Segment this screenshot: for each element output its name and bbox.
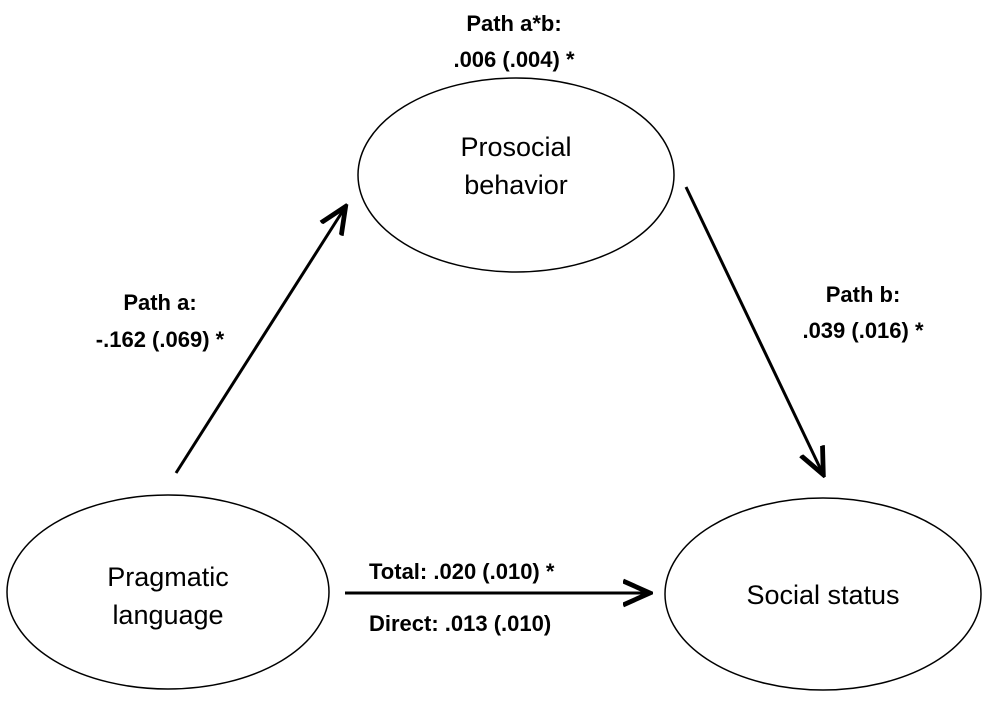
outcome-node: Social status [664, 497, 982, 691]
predictor-ellipse [6, 494, 330, 690]
mediator-node: Prosocial behavior [357, 77, 675, 273]
predictor-label-line2: language [112, 600, 223, 630]
path-ab-label: Path a*b: [466, 11, 561, 36]
path-b-arrow [684, 186, 822, 472]
total-effect-label: Total: .020 (.010) * [369, 559, 555, 584]
path-a-value: -.162 (.069) * [96, 327, 225, 352]
path-a-label: Path a: [123, 290, 196, 315]
direct-effect-label: Direct: .013 (.010) [369, 611, 551, 636]
outcome-ellipse [664, 497, 982, 691]
path-ab-value: .006 (.004) * [453, 47, 575, 72]
path-b-label: Path b: [826, 282, 901, 307]
outcome-label: Social status [746, 580, 899, 610]
path-b-value: .039 (.016) * [802, 318, 924, 343]
predictor-node: Pragmatic language [6, 494, 330, 690]
mediator-label-line2: behavior [464, 170, 568, 200]
path-a-arrow [174, 209, 344, 474]
predictor-label-line1: Pragmatic [107, 562, 229, 592]
mediator-ellipse [357, 77, 675, 273]
mediator-label-line1: Prosocial [460, 132, 571, 162]
